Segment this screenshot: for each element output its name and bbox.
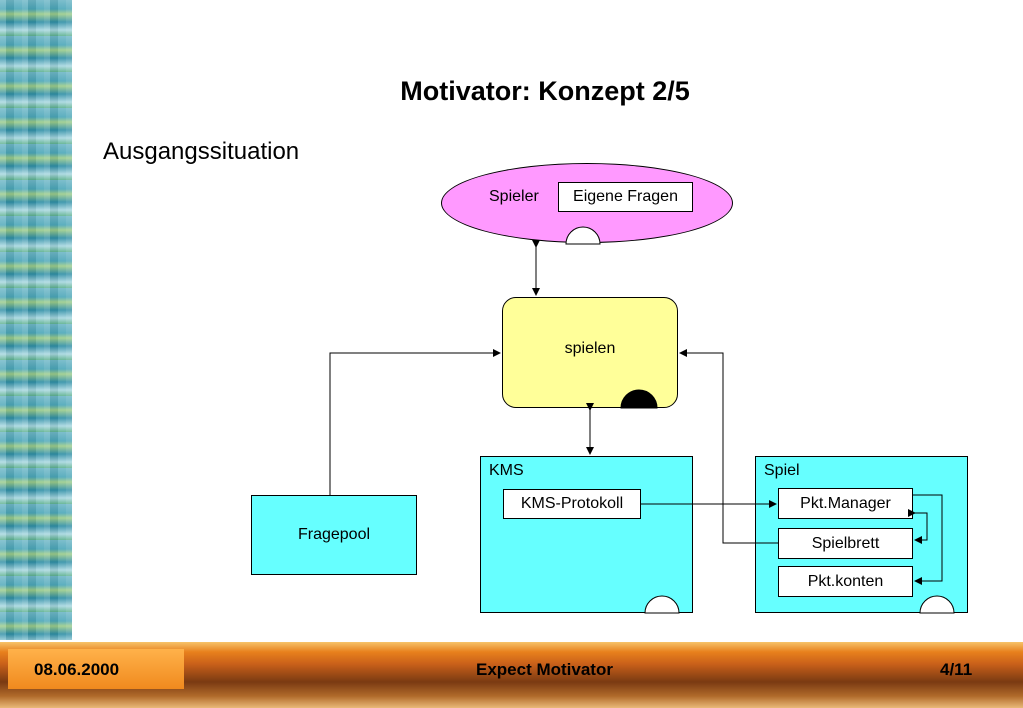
kms-label: KMS	[489, 462, 524, 479]
manager-board-arrow	[908, 509, 928, 544]
game-board-box: Spielbrett	[778, 528, 913, 559]
kms-port-marker	[644, 595, 680, 614]
points-accounts-box: Pkt.konten	[778, 566, 913, 597]
slide-subtitle: Ausgangssituation	[103, 138, 300, 165]
footer-center-text: Expect Motivator	[476, 660, 613, 679]
question-pool-label: Fragepool	[297, 526, 371, 543]
decorative-sidebar	[0, 0, 72, 640]
kms-container	[480, 456, 693, 613]
page-number: 4/11	[940, 660, 973, 679]
slide-title: Motivator: Konzept 2/5	[400, 76, 690, 106]
activity-node: spielen	[502, 297, 678, 408]
question-pool-node: Fragepool	[251, 495, 417, 575]
footer-date-panel	[8, 649, 184, 689]
game-label: Spiel	[764, 462, 800, 479]
kms-protocol-box: KMS-Protokoll	[503, 489, 641, 519]
game-port-marker	[919, 595, 955, 614]
activity-label: spielen	[564, 339, 616, 357]
footer-date: 08.06.2000	[34, 660, 120, 679]
board-activity-arrow	[679, 349, 778, 544]
player-port-marker	[565, 226, 601, 245]
points-manager-box: Pkt.Manager	[778, 488, 913, 519]
activity-port-marker	[620, 389, 658, 409]
pool-activity-arrow	[329, 349, 501, 495]
player-label: Spieler	[489, 188, 539, 205]
own-questions-box: Eigene Fragen	[558, 182, 693, 212]
manager-accounts-arrow	[913, 494, 943, 585]
